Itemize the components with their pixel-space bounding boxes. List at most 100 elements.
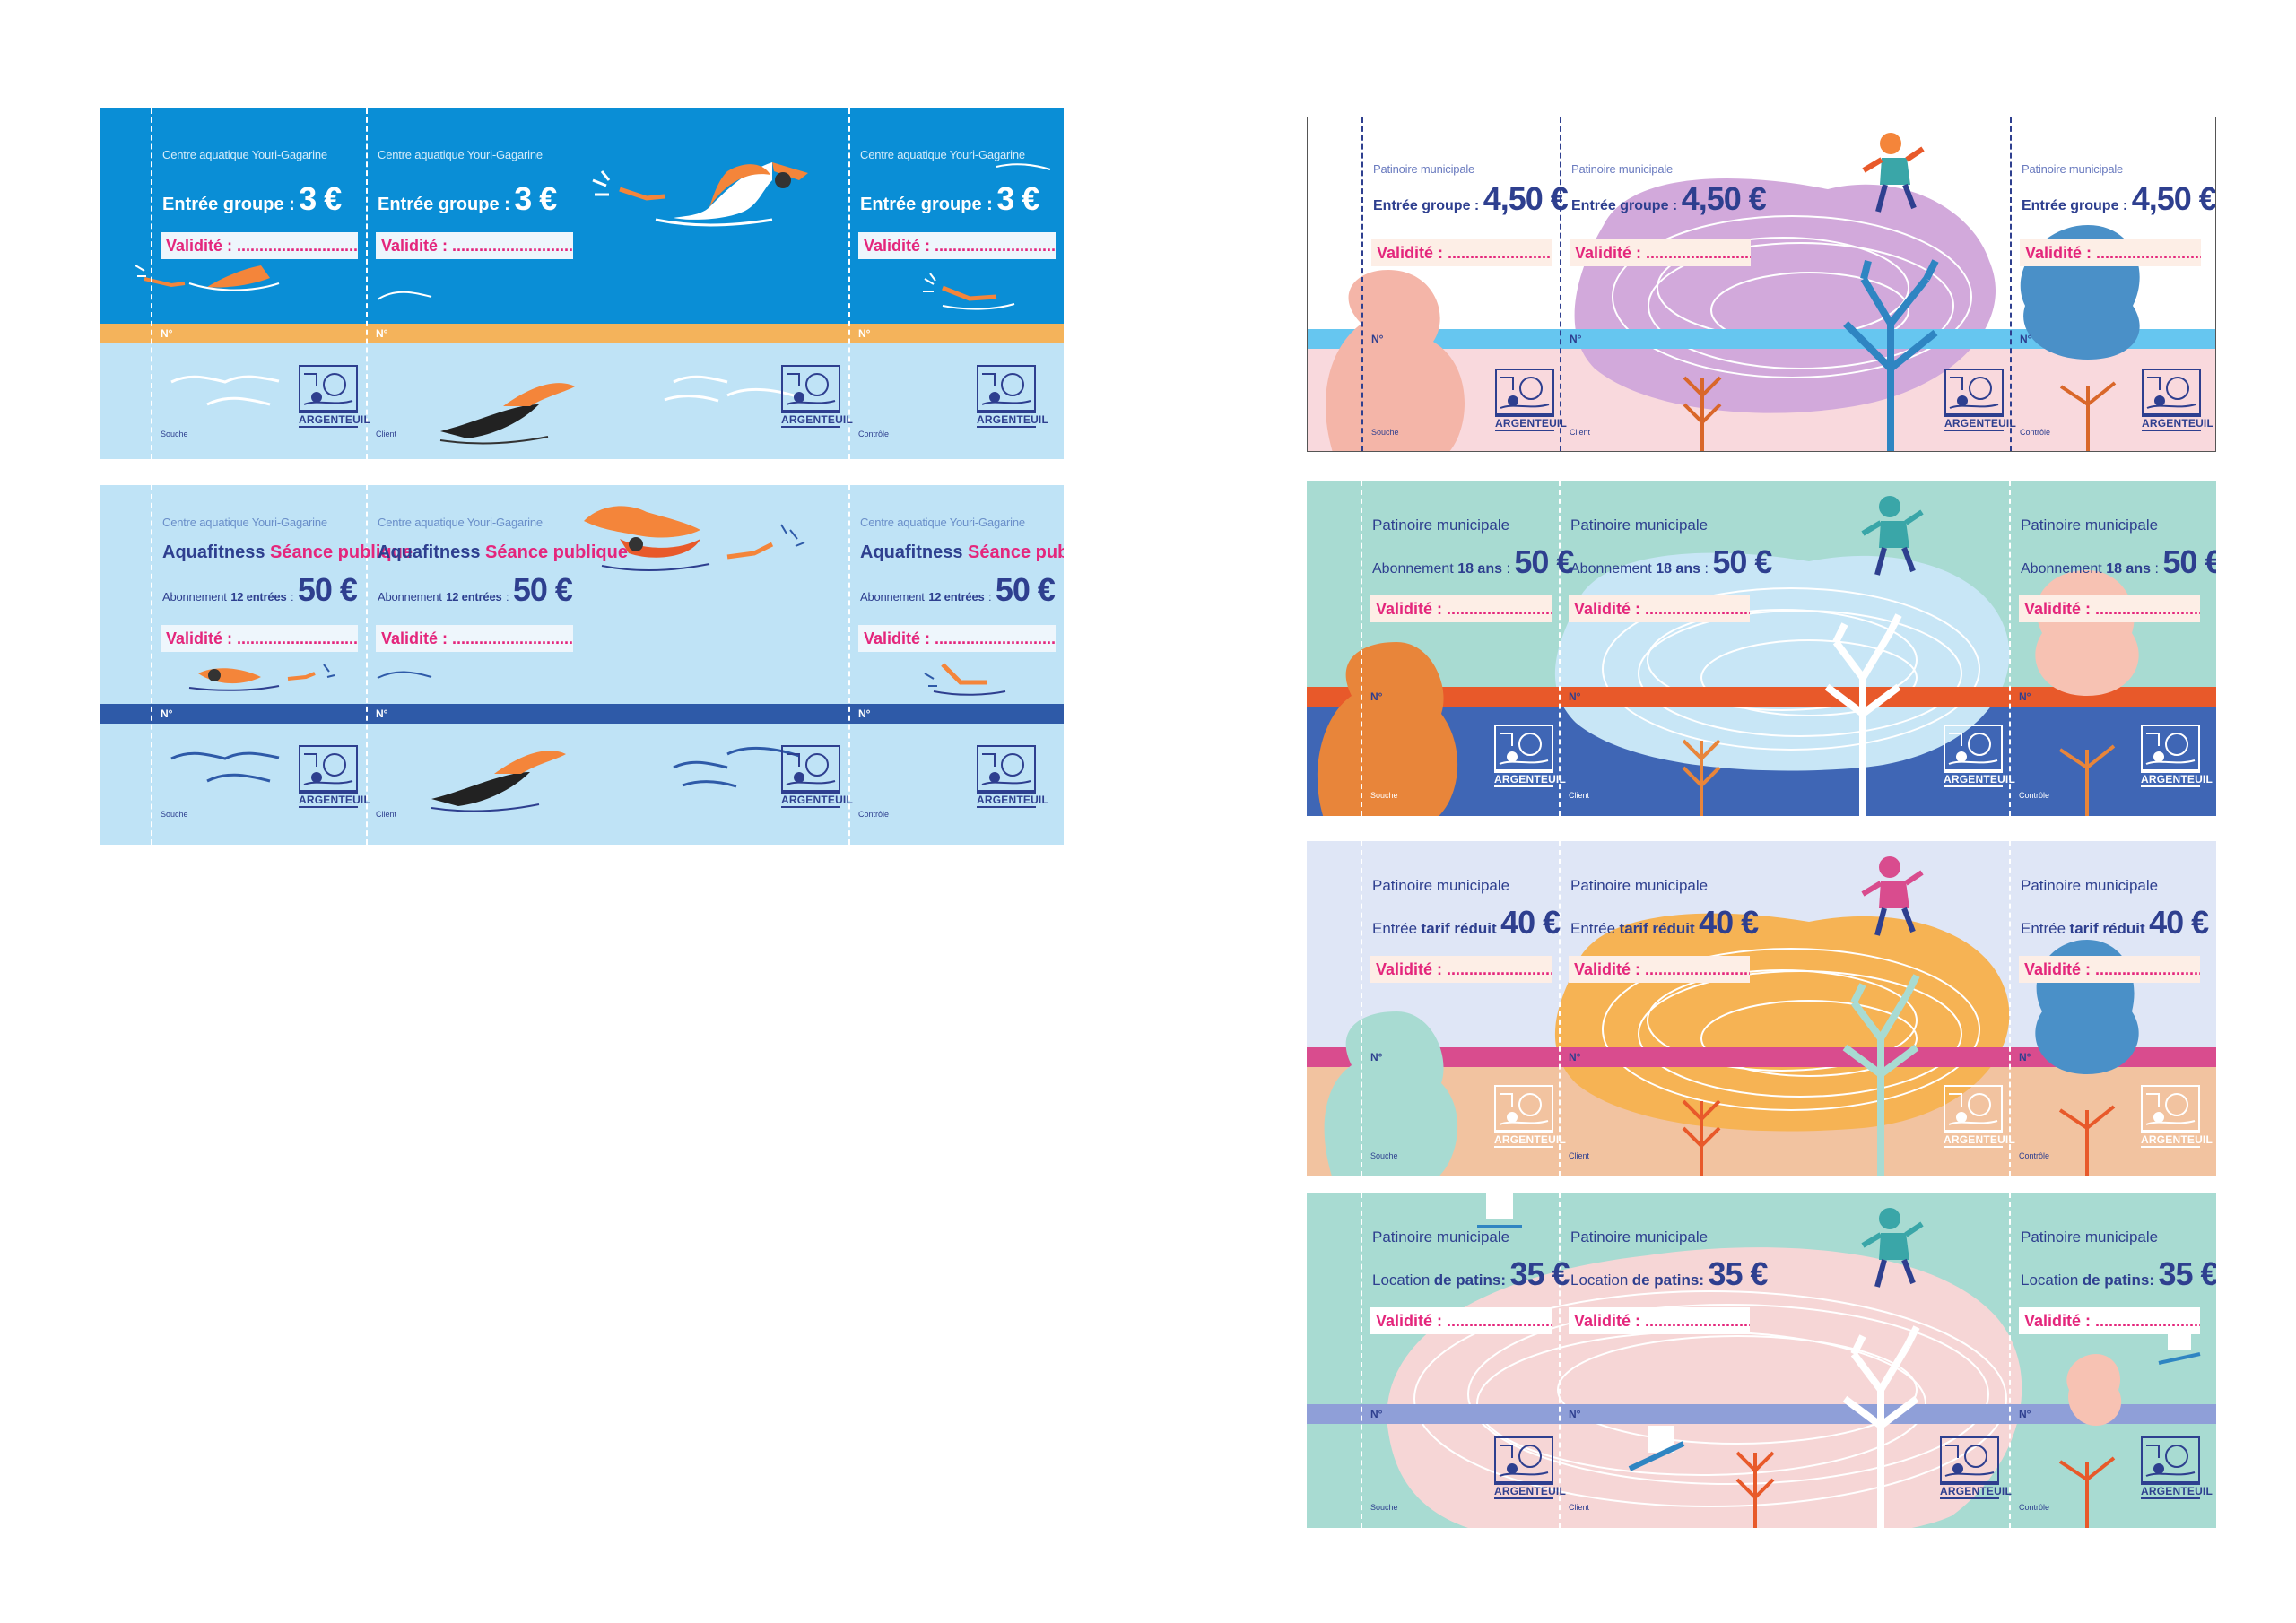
perforation-line	[1559, 841, 1561, 1176]
ticket-ice-group: Patinoire municipale Entrée groupe : 4,5…	[1307, 117, 2216, 452]
price: 3 €	[514, 180, 557, 217]
logo-text: ARGENTEUIL	[1494, 1132, 1566, 1148]
ticket-ice-subscription: Patinoire municipale Abonnement 18 ans :…	[1307, 481, 2216, 816]
price: 50 €	[1712, 543, 1772, 580]
rental-item: de patins:	[2082, 1271, 2155, 1289]
stub-role-label: Contrôle	[2019, 791, 2050, 800]
ticket-stub-client: Centre aquatique Youri-Gagarine Entrée g…	[367, 108, 853, 459]
venue-name: Centre aquatique Youri-Gagarine	[378, 516, 543, 529]
validity-field: Validité : .............................…	[1569, 956, 1750, 983]
logo-text: ARGENTEUIL	[1494, 1483, 1566, 1499]
validity-field: Validité : .............................…	[1370, 956, 1552, 983]
stub-role-label: Contrôle	[2019, 1151, 2050, 1160]
perforation-line	[2009, 841, 2011, 1176]
city-crest-icon	[1940, 1436, 1999, 1483]
stub-role-label: Souche	[161, 430, 188, 438]
argenteuil-logo: ARGENTEUIL	[977, 745, 1048, 808]
city-crest-icon	[2142, 369, 2201, 415]
price-line: Location de patins: 35 €	[2021, 1255, 2216, 1293]
stub-role-label: Client	[1569, 791, 1590, 800]
ticket-number-label: N°	[1370, 690, 1383, 703]
ticket-stub-controle: Patinoire municipale Location de patins:…	[2010, 1193, 2216, 1528]
subscription-label: Abonnement	[2021, 561, 2102, 577]
entry-label: Entrée	[2021, 920, 2066, 937]
perforation-line	[366, 485, 368, 845]
price: 40 €	[1699, 904, 1759, 941]
subscription-colon: :	[1506, 561, 1510, 577]
reduced-rate: tarif réduit	[1421, 920, 1497, 937]
swimmer-illustration	[592, 162, 808, 227]
stub-role-label: Souche	[161, 810, 188, 819]
subscription-age: 18 ans	[2106, 561, 2151, 577]
subscription-age: 18 ans	[1656, 561, 1700, 577]
price-line: Abonnement 18 ans : 50 €	[1372, 543, 1574, 581]
logo-text: ARGENTEUIL	[2142, 415, 2213, 431]
ticket-stub-souche: Patinoire municipale Abonnement 18 ans :…	[1361, 481, 1574, 816]
logo-text: ARGENTEUIL	[781, 412, 853, 428]
perforation-line	[151, 485, 152, 845]
city-crest-icon	[1495, 369, 1554, 415]
perforation-line	[366, 108, 368, 459]
ticket-stub-controle: Centre aquatique Youri-Gagarine Aquafitn…	[849, 485, 1064, 845]
city-crest-icon	[2141, 1085, 2200, 1132]
logo-text: ARGENTEUIL	[1944, 415, 2016, 431]
argenteuil-logo: ARGENTEUIL	[2141, 1085, 2213, 1148]
ticket-number-label: N°	[2019, 1051, 2031, 1063]
validity-field: Validité : .............................…	[1569, 595, 1750, 622]
subscription-colon: :	[1704, 561, 1709, 577]
ticket-number-label: N°	[1371, 333, 1384, 345]
ticket-swim-aquafitness: Centre aquatique Youri-Gagarine Aquafitn…	[100, 485, 1064, 845]
ticket-number-label: N°	[1570, 333, 1582, 345]
venue-name: Patinoire municipale	[2021, 516, 2159, 534]
ticket-number-label: N°	[1370, 1051, 1383, 1063]
subscription-count: 12 entrées	[446, 590, 502, 603]
subscription-colon: :	[290, 590, 294, 603]
stub-role-label: Client	[1570, 428, 1591, 437]
ticket-stub-controle: Patinoire municipale Abonnement 18 ans :…	[2010, 481, 2216, 816]
ticket-number-label: N°	[2019, 690, 2031, 703]
price-line: Abonnement 12 entrées : 50 €	[378, 571, 573, 609]
venue-name: Patinoire municipale	[1373, 162, 1475, 176]
price-line: Entrée groupe : 3 €	[860, 180, 1039, 218]
reduced-rate: tarif réduit	[2069, 920, 2145, 937]
ticket-number-label: N°	[376, 327, 388, 340]
ticket-number-label: N°	[2020, 333, 2032, 345]
logo-text: ARGENTEUIL	[781, 792, 853, 808]
entry-label: Entrée groupe :	[1373, 198, 1480, 213]
logo-text: ARGENTEUIL	[1944, 1132, 2015, 1148]
ticket-stub-client: Patinoire municipale Entrée groupe : 4,5…	[1561, 117, 2016, 451]
rental-item: de patins:	[1631, 1271, 1705, 1289]
perforation-line	[848, 485, 850, 845]
ticket-stub-souche: Patinoire municipale Location de patins:…	[1361, 1193, 1570, 1528]
activity-line: Aquafitness Séance publique	[162, 542, 413, 563]
stub-role-label: Client	[1569, 1151, 1590, 1160]
perforation-line	[2009, 481, 2011, 816]
validity-field: Validité : .............................…	[161, 232, 358, 259]
argenteuil-logo: ARGENTEUIL	[1495, 369, 1567, 431]
ticket-stub-souche: Centre aquatique Youri-Gagarine Aquafitn…	[152, 485, 413, 845]
price: 35 €	[2158, 1255, 2216, 1292]
price-line: Abonnement 12 entrées : 50 €	[162, 571, 358, 609]
ticket-stub-souche: Patinoire municipale Entrée groupe : 4,5…	[1362, 117, 1569, 451]
ticket-stub-client: Patinoire municipale Abonnement 18 ans :…	[1560, 481, 2015, 816]
subscription-colon: :	[987, 590, 992, 603]
city-crest-icon	[781, 365, 840, 412]
stub-role-label: Souche	[1370, 1503, 1398, 1512]
logo-text: ARGENTEUIL	[299, 792, 370, 808]
argenteuil-logo: ARGENTEUIL	[2141, 725, 2213, 787]
stub-role-label: Souche	[1371, 428, 1399, 437]
ticket-number-label: N°	[858, 327, 871, 340]
logo-text: ARGENTEUIL	[1940, 1483, 2012, 1499]
ticket-number-label: N°	[161, 327, 173, 340]
venue-name: Centre aquatique Youri-Gagarine	[860, 516, 1025, 529]
rental-label: Location	[2021, 1271, 2079, 1289]
ticket-number-label: N°	[376, 707, 388, 720]
subscription-label: Abonnement	[378, 590, 442, 603]
price-line: Location de patins: 35 €	[1570, 1255, 1769, 1293]
venue-name: Patinoire municipale	[2022, 162, 2124, 176]
price-line: Entrée groupe : 3 €	[162, 180, 342, 218]
ice-subscription-artwork	[1307, 481, 2216, 816]
perforation-line	[1559, 481, 1561, 816]
venue-name: Centre aquatique Youri-Gagarine	[860, 148, 1025, 161]
price-line: Abonnement 18 ans : 50 €	[2021, 543, 2216, 581]
